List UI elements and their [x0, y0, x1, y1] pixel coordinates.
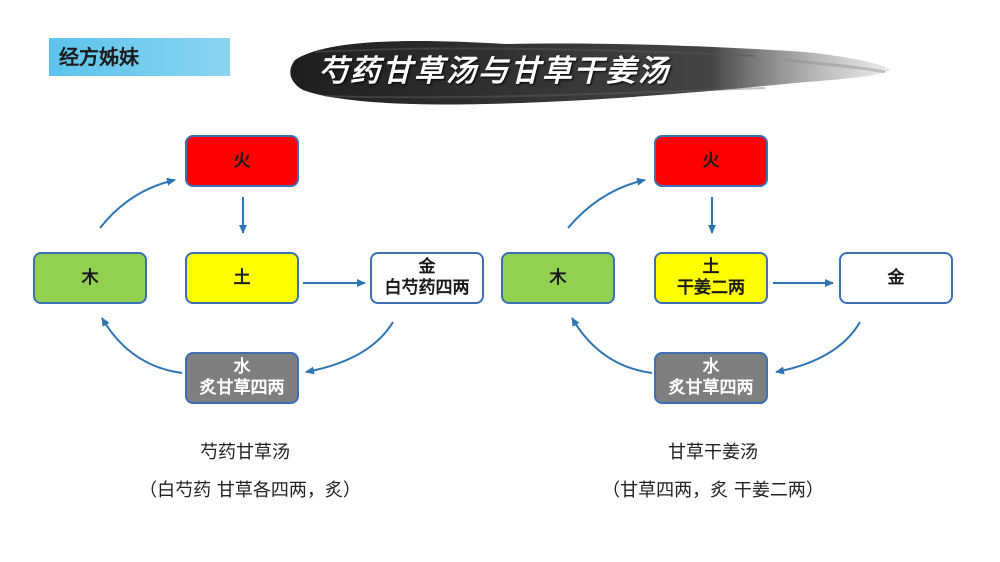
arrow-metal-to-water	[305, 321, 394, 375]
metal-node: 金	[839, 252, 953, 304]
formula-detail: （甘草四两，炙 干姜二两）	[602, 480, 824, 501]
formula-detail: （白芍药 甘草各四两，炙）	[139, 480, 361, 501]
right-diagram-arrows	[567, 177, 861, 375]
arrow-metal-to-water	[775, 321, 861, 375]
wood-node: 木	[501, 252, 615, 304]
node-dosage: 白芍药四两	[384, 278, 470, 298]
water-node: 水 炙甘草四两	[654, 352, 768, 404]
metal-node: 金 白芍药四两	[370, 252, 484, 304]
water-node: 水 炙甘草四两	[185, 352, 299, 404]
node-label: 土	[702, 257, 720, 277]
arrow-water-to-wood	[571, 317, 653, 374]
earth-node: 土 干姜二两	[654, 252, 768, 304]
arrow-wood-to-fire	[99, 177, 176, 229]
left-diagram-arrows	[99, 177, 394, 375]
node-label: 火	[702, 150, 720, 171]
banner-title: 芍药甘草汤与甘草干姜汤	[318, 54, 670, 89]
node-label: 水	[233, 357, 251, 377]
node-label: 火	[233, 150, 251, 171]
fire-node: 火	[185, 135, 299, 187]
section-tag: 经方姊妹	[49, 38, 230, 76]
node-dosage: 干姜二两	[677, 278, 745, 298]
node-label: 木	[549, 267, 567, 288]
node-label: 土	[233, 267, 251, 288]
ink-brush-banner	[290, 41, 891, 105]
arrow-wood-to-fire	[567, 177, 646, 229]
fire-node: 火	[654, 135, 768, 187]
node-label: 金	[887, 267, 905, 288]
node-label: 木	[81, 267, 99, 288]
node-label: 金	[418, 257, 436, 277]
arrow-water-to-wood	[101, 317, 183, 374]
formula-name: 芍药甘草汤	[200, 442, 290, 463]
formula-name: 甘草干姜汤	[668, 442, 758, 463]
wood-node: 木	[33, 252, 147, 304]
node-dosage: 炙甘草四两	[199, 378, 285, 398]
node-label: 水	[702, 357, 720, 377]
earth-node: 土	[185, 252, 299, 304]
node-dosage: 炙甘草四两	[668, 378, 754, 398]
